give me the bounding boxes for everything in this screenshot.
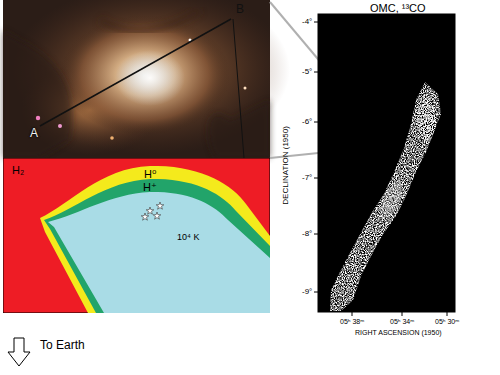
tick-label: -8° bbox=[302, 230, 312, 239]
point-label: A bbox=[30, 127, 38, 140]
neutral-layer: H⁰H⁺ 10⁴ K bbox=[40, 166, 270, 313]
region-shape bbox=[48, 192, 270, 313]
ionization-front: H⁺ 10⁴ K bbox=[44, 179, 270, 313]
region-label: H₂ bbox=[12, 164, 24, 176]
direction-label: To Earth bbox=[40, 339, 85, 352]
tick-label: -4° bbox=[302, 18, 312, 27]
axis-title: RIGHT ASCENSION (1950) bbox=[355, 329, 442, 337]
tick-label: 05ʰ 30ᵐ bbox=[435, 318, 459, 326]
direction-arrow bbox=[8, 338, 30, 366]
region-label: H⁺ bbox=[143, 181, 157, 193]
hii-region: 10⁴ K bbox=[48, 192, 270, 313]
tick-label: -6° bbox=[302, 118, 312, 127]
tick-label: 05ʰ 38ᵐ bbox=[340, 318, 364, 326]
molecular-region: H₂ H⁰H⁺ 10⁴ K bbox=[3, 158, 270, 313]
point-label: B bbox=[236, 3, 244, 16]
tick-label: -7° bbox=[302, 174, 312, 183]
co-map bbox=[314, 14, 455, 316]
tick-label: 05ʰ 34ᵐ bbox=[390, 318, 414, 326]
region-label: H⁰ bbox=[144, 168, 156, 180]
axis-title: DECLINATION (1950) bbox=[282, 126, 291, 205]
tick-label: -9° bbox=[302, 288, 312, 297]
nebula-photo bbox=[3, 0, 290, 158]
region-label: 10⁴ K bbox=[177, 233, 199, 243]
tick-label: -5° bbox=[302, 68, 312, 77]
map-title: OMC, ¹³CO bbox=[370, 2, 426, 14]
